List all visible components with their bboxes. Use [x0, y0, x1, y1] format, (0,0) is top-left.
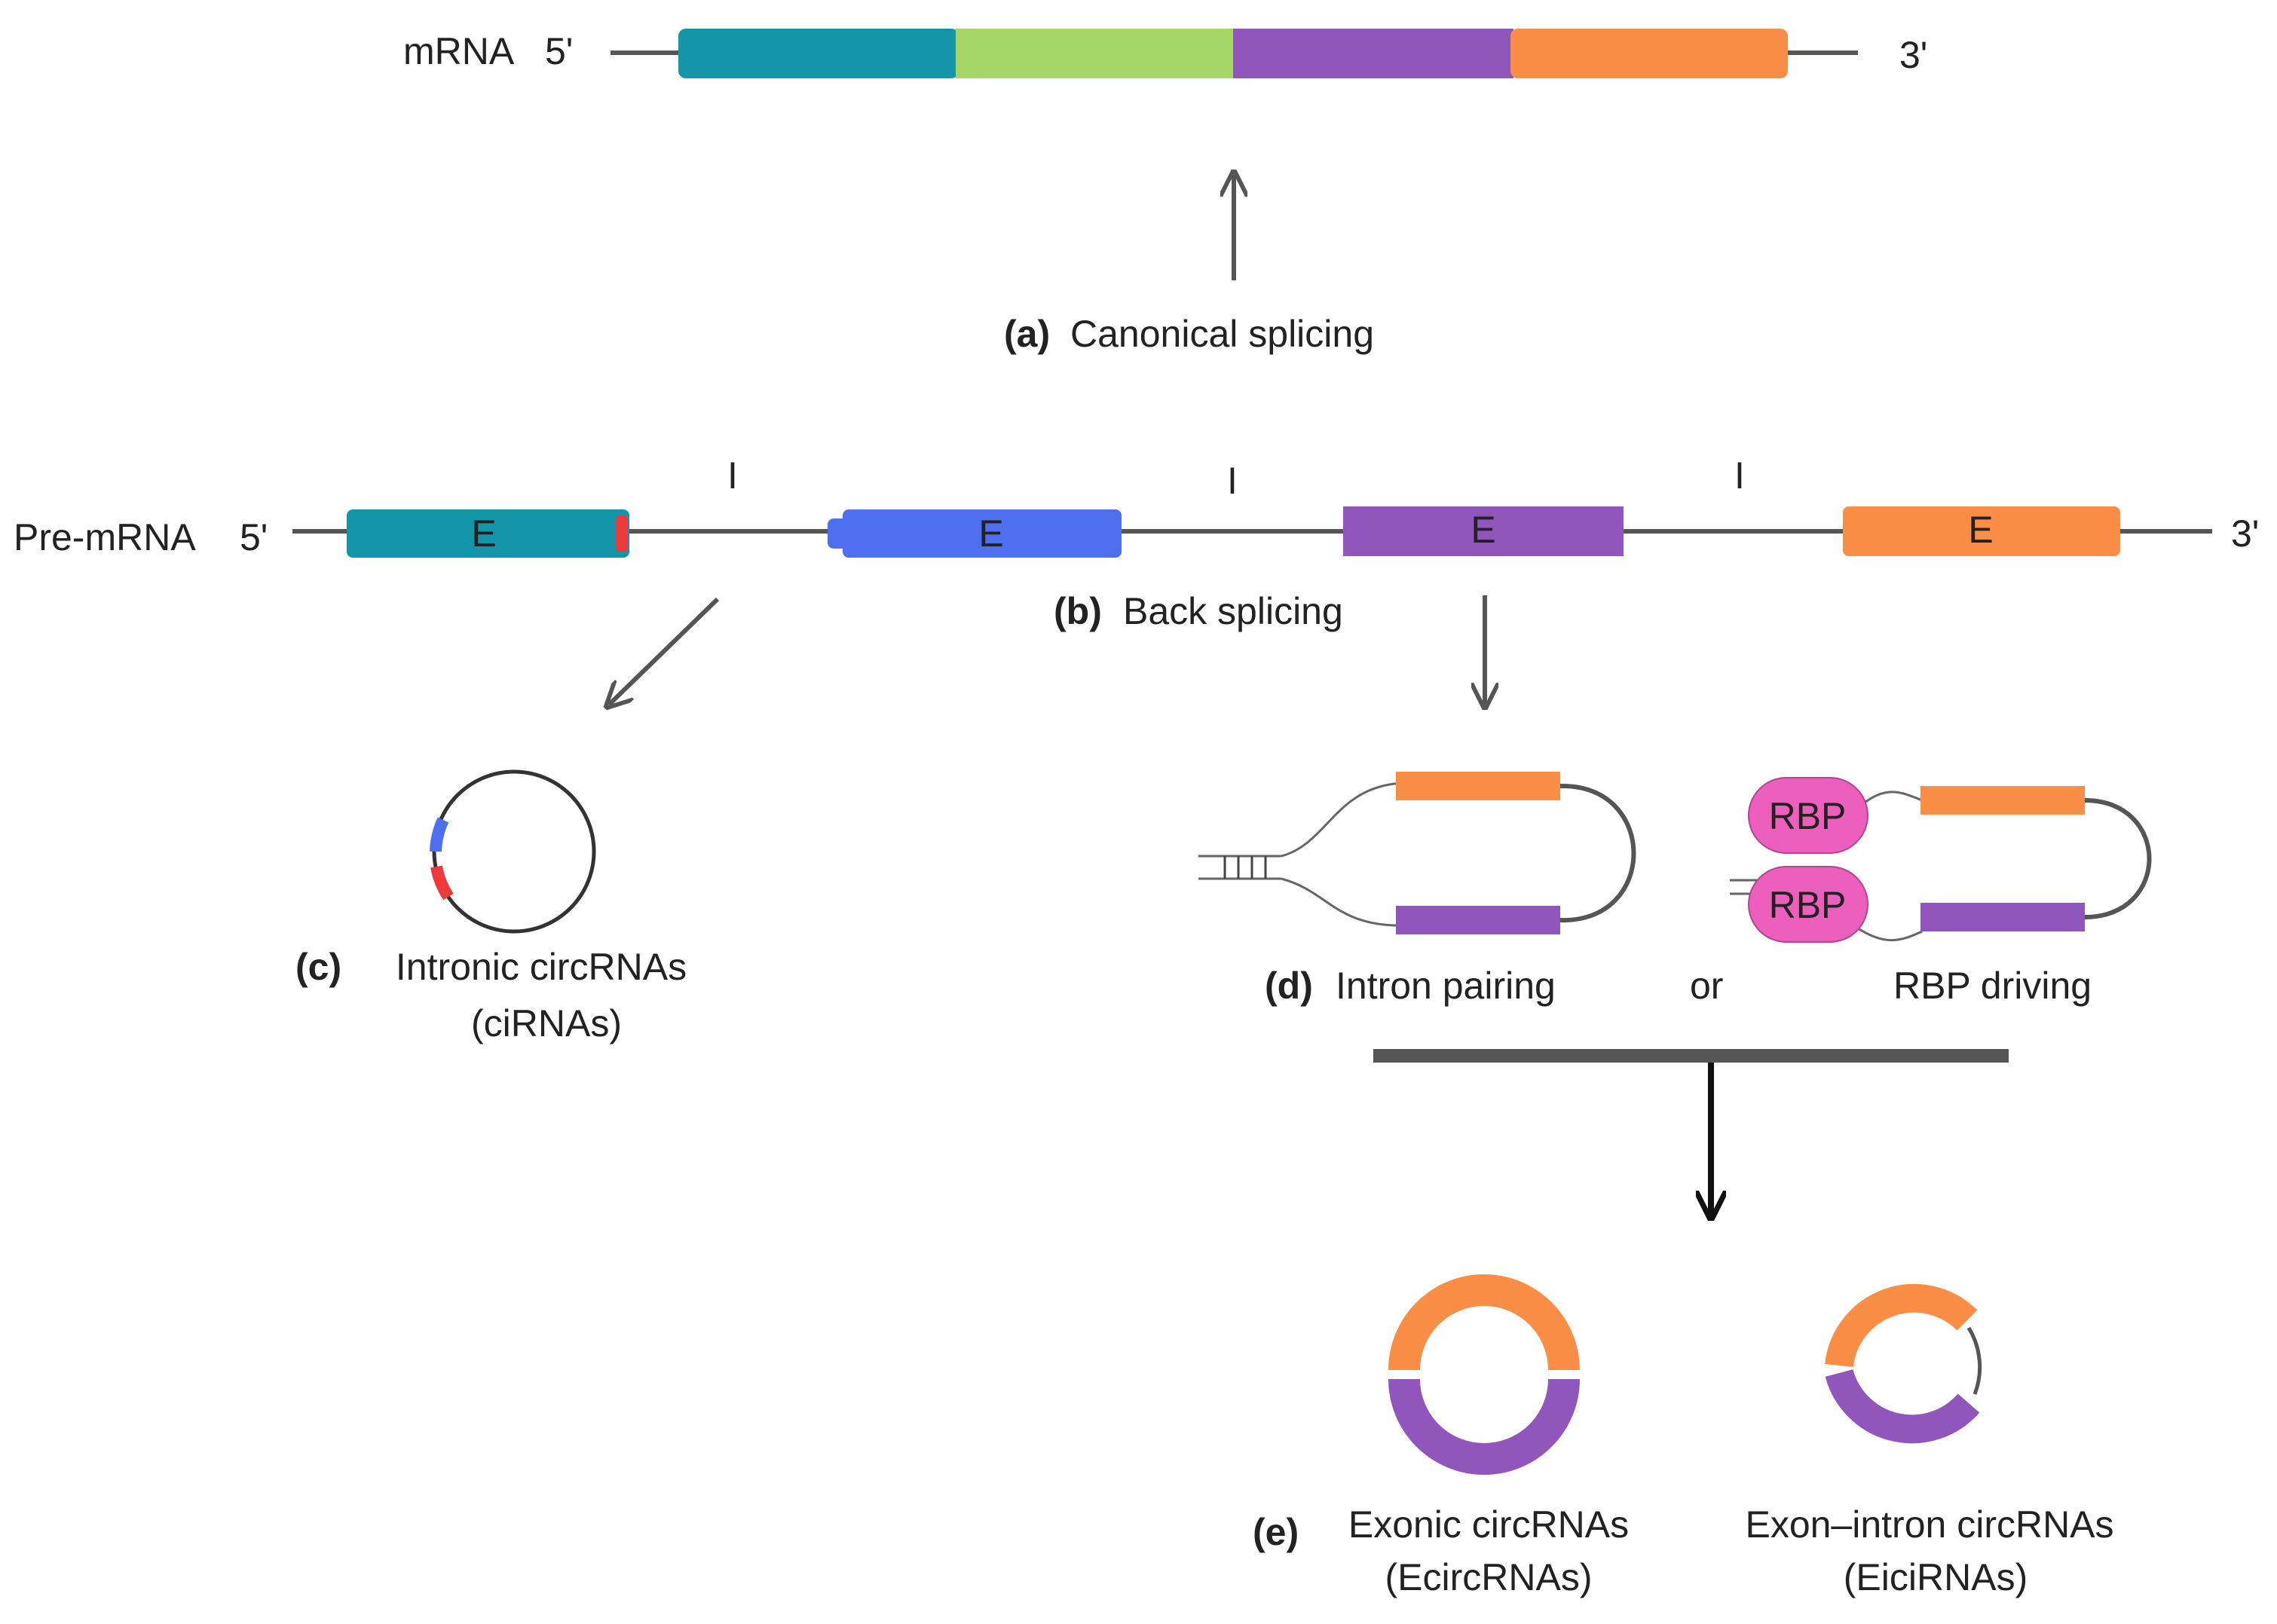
intronic-letter: (c)	[295, 946, 341, 988]
exon-label-1: E	[471, 512, 496, 555]
ciRNA-blue-segment	[430, 817, 449, 852]
eici-purple-arc	[1825, 1369, 1980, 1444]
premrna-row: Pre-mRNA 5' E I E I E I E 3'	[14, 454, 2259, 558]
rbp-label-top: RBP	[1769, 795, 1847, 837]
rbp-exon-purple	[1920, 903, 2085, 931]
pairing-letter: (d)	[1265, 965, 1313, 1007]
exon-label-2: E	[978, 512, 1003, 555]
premrna-exon-teal	[347, 509, 629, 558]
pairing-exon-purple	[1396, 906, 1560, 934]
splice-site-red	[616, 515, 628, 552]
premrna-five-prime: 5'	[240, 516, 268, 558]
intronic-line2: (ciRNAs)	[471, 1002, 622, 1044]
intron-curve-top	[1281, 782, 1402, 858]
intron-pairing-structure	[1198, 772, 1636, 934]
rbp-blob-top	[1748, 777, 1868, 854]
eici-line2: (EiciRNAs)	[1844, 1556, 2028, 1598]
rbp-driving-text: RBP driving	[1893, 965, 2092, 1007]
eici-intron-arc	[1966, 1326, 1982, 1395]
ecirc-purple-arc	[1388, 1378, 1580, 1475]
stem-rungs	[1223, 856, 1267, 879]
rbp-driving-structure: RBP RBP	[1730, 777, 2152, 943]
intron-label-1: I	[727, 454, 738, 497]
rbp-label-bottom: RBP	[1769, 884, 1847, 926]
ecirc-orange-arc	[1388, 1274, 1580, 1371]
intron-label-2: I	[1227, 460, 1238, 502]
mrna-three-prime: 3'	[1899, 34, 1927, 76]
pairing-text: Intron pairing	[1336, 965, 1556, 1007]
back-splicing-letter: (b)	[1054, 590, 1102, 632]
mrna-label: mRNA	[403, 30, 515, 72]
ciRNA-arrow	[609, 597, 720, 705]
exonic-caption: (e) Exonic circRNAs (EcircRNAs) Exon–int…	[1253, 1503, 2114, 1598]
intron-label-3: I	[1734, 454, 1745, 497]
merge-bar	[1373, 1049, 2009, 1063]
mrna-exon-teal	[678, 29, 959, 78]
premrna-exon-purple	[1343, 506, 1624, 556]
exonic-line2: (EcircRNAs)	[1385, 1556, 1593, 1598]
exonic-line1: Exonic circRNAs	[1348, 1503, 1629, 1546]
back-splicing-text: Back splicing	[1123, 590, 1343, 632]
or-text: or	[1690, 965, 1723, 1007]
mrna-row: mRNA 5' 3'	[403, 29, 1927, 78]
rbp-blob-bottom	[1748, 866, 1868, 943]
exon-label-4: E	[1968, 509, 1993, 551]
intron-curve-bottom	[1281, 877, 1402, 927]
pairing-exon-orange	[1396, 772, 1560, 800]
rbp-loop	[2084, 798, 2152, 919]
rbp-intron-bottom	[1855, 925, 1923, 942]
eici-circrna	[1825, 1283, 1982, 1444]
eici-orange-arc	[1825, 1283, 1978, 1368]
ciRNA-circle	[432, 769, 596, 934]
premrna-label: Pre-mRNA	[14, 516, 196, 558]
rbp-exon-orange	[1920, 786, 2085, 815]
mrna-exon-purple	[1233, 29, 1513, 78]
ciRNA-red-segment	[430, 865, 454, 901]
mrna-exon-orange	[1510, 29, 1788, 78]
intronic-circrna: (c) Intronic circRNAs (ciRNAs)	[295, 769, 687, 1044]
premrna-three-prime: 3'	[2231, 512, 2259, 555]
mrna-five-prime: 5'	[545, 30, 573, 72]
pairing-loop	[1559, 783, 1636, 923]
premrna-exon-blue	[843, 509, 1122, 558]
exonic-circrna	[1388, 1274, 1580, 1475]
premrna-exon-orange	[1843, 506, 2120, 556]
intronic-line1: Intronic circRNAs	[396, 946, 687, 988]
eici-line1: Exon–intron circRNAs	[1745, 1503, 2113, 1546]
canonical-text: Canonical splicing	[1070, 313, 1374, 355]
back-splicing-caption: (b) Back splicing	[1054, 590, 1343, 632]
exon-label-3: E	[1471, 509, 1495, 551]
pairing-caption: (d) Intron pairing or RBP driving	[1265, 965, 2092, 1007]
exonic-letter: (e)	[1253, 1511, 1299, 1553]
mrna-exon-green	[956, 29, 1236, 78]
canonical-caption: (a) Canonical splicing	[1004, 313, 1374, 355]
canonical-letter: (a)	[1004, 313, 1050, 355]
